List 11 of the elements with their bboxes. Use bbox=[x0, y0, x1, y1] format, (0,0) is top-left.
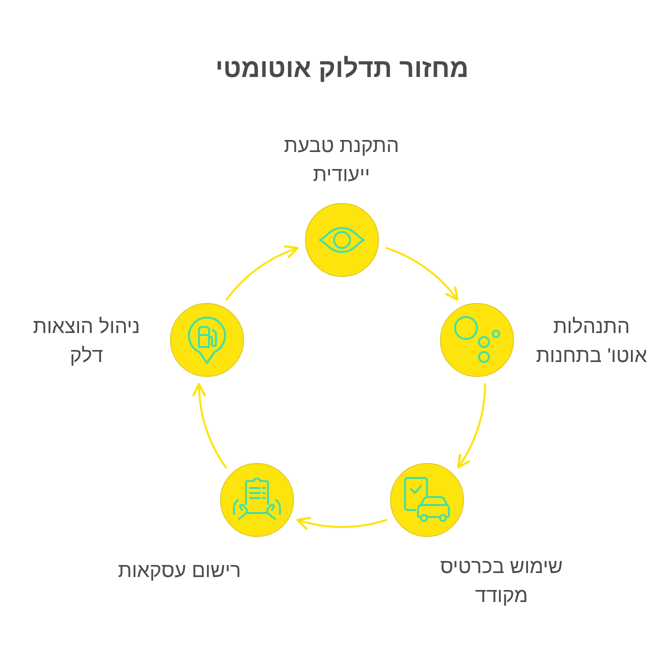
step-label: ניהול הוצאות דלק bbox=[32, 314, 141, 368]
arrow bbox=[385, 247, 459, 301]
step-label: התנהלות אוטו' בתחנות bbox=[534, 314, 648, 368]
arrow bbox=[192, 383, 227, 468]
step-label: התקנת טבעת ייעודית bbox=[282, 134, 400, 188]
step-label: רישום עסקאות bbox=[117, 558, 242, 584]
diagram-title: מחזור תדלוק אוטומטי bbox=[214, 52, 470, 84]
arrow bbox=[457, 383, 486, 468]
step-label: שימוש בכרטיס מקודד bbox=[439, 554, 564, 608]
arrow bbox=[226, 245, 299, 301]
arrow bbox=[296, 516, 388, 530]
